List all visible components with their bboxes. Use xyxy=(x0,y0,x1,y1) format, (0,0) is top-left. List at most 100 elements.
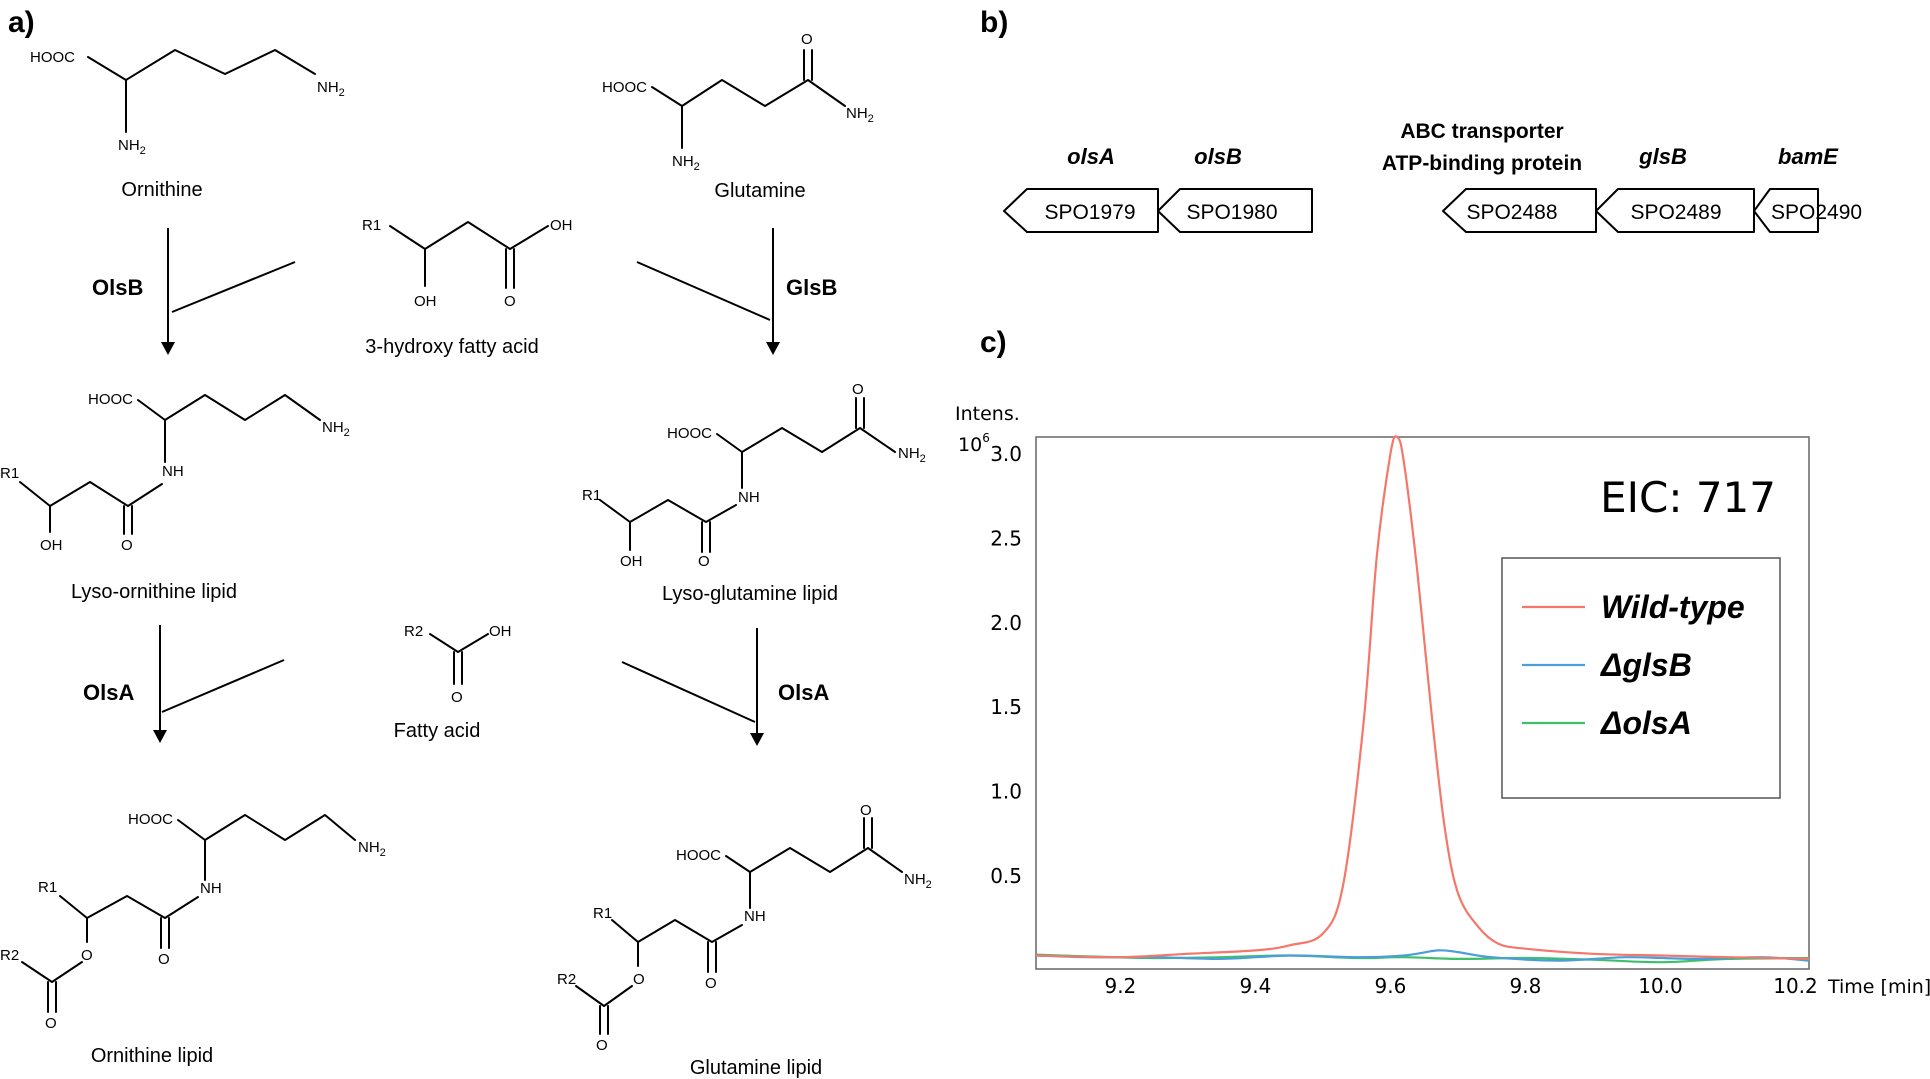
y-axis-unit: 106 xyxy=(958,431,990,456)
atom-o: O xyxy=(596,1037,608,1054)
atom-hooc: HOOC xyxy=(676,847,721,864)
atom-o: O xyxy=(504,293,516,310)
atom-o: O xyxy=(852,381,864,398)
atom-r1: R1 xyxy=(38,879,57,896)
arrowhead-icon xyxy=(153,730,167,743)
locus-label: SPO1980 xyxy=(1186,201,1277,224)
arrow-olsa-left-input-line xyxy=(161,659,285,713)
atom-o: O xyxy=(81,947,93,964)
atom-nh2: NH2 xyxy=(898,445,926,465)
atom-nh2: NH2 xyxy=(672,153,700,173)
reaction-arrows-step1: OlsB GlsB xyxy=(92,228,837,355)
ester-carbonyl-bond xyxy=(47,981,57,1013)
atom-o: O xyxy=(45,1015,57,1032)
x-tick-label: 10.2 xyxy=(1773,974,1818,998)
arrowhead-icon xyxy=(750,733,764,746)
atom-nh2: NH2 xyxy=(317,79,345,99)
ornithine-lipid-structure: HOOC NH R1 NH2 O O R2 O Ornithine lipid xyxy=(0,811,386,1067)
caption-glutamine-lipid: Glutamine lipid xyxy=(690,1057,822,1079)
atom-oh: OH xyxy=(40,537,63,554)
x-tick-label: 10.0 xyxy=(1638,974,1683,998)
y-tick-label: 1.5 xyxy=(990,695,1022,719)
atom-nh2: NH2 xyxy=(118,137,146,157)
carbonyl-bond xyxy=(863,817,873,849)
atom-oh: OH xyxy=(620,553,643,570)
enzyme-label-olsa-right: OlsA xyxy=(778,680,829,705)
acyl-chain xyxy=(59,895,199,919)
atom-r1: R1 xyxy=(582,487,601,504)
x-tick-label: 9.2 xyxy=(1104,974,1136,998)
atom-nh2: NH2 xyxy=(904,871,932,891)
enzyme-label-glsb: GlsB xyxy=(786,275,837,300)
carbon-chain xyxy=(716,427,896,453)
gene-label-glsb: glsB xyxy=(1638,144,1687,169)
ornithine-structure: HOOC NH2 NH2 Ornithine xyxy=(30,49,345,201)
glutamine-structure: HOOC O NH2 NH2 Glutamine xyxy=(602,31,874,202)
atom-o: O xyxy=(698,553,710,570)
atom-r1: R1 xyxy=(593,905,612,922)
locus-label: SPO2489 xyxy=(1630,201,1721,224)
panel-label-b: b) xyxy=(980,6,1008,39)
pathway-diagram: HOOC NH2 NH2 Ornithine HOOC O NH2 NH2 Gl… xyxy=(0,31,932,1079)
carbonyl-bond xyxy=(803,49,813,81)
series-lines xyxy=(1035,435,1810,964)
gene-arrow-spo1980: SPO1980 xyxy=(1157,188,1313,233)
caption-lyso-ornithine: Lyso-ornithine lipid xyxy=(71,581,237,603)
y-tick-label: 3.0 xyxy=(990,442,1022,466)
gene-label-abc-line1: ABC transporter xyxy=(1400,120,1563,143)
gene-label-bame: bamE xyxy=(1778,144,1839,169)
atom-r2: R2 xyxy=(0,947,19,964)
caption-fatty-acid: Fatty acid xyxy=(394,720,481,742)
y-tick-label: 2.5 xyxy=(990,526,1022,550)
atom-oh: OH xyxy=(414,293,437,310)
gene-label-abc-line2: ATP-binding protein xyxy=(1382,152,1582,175)
carbon-chain xyxy=(87,49,316,81)
atom-hooc: HOOC xyxy=(667,425,712,442)
legend-label: ΔolsA xyxy=(1600,705,1692,741)
carbon-chain xyxy=(177,814,356,841)
atom-r1: R1 xyxy=(0,465,19,482)
x-tick-label: 9.8 xyxy=(1510,974,1542,998)
arrowhead-icon xyxy=(161,342,175,355)
carbonyl-bond xyxy=(123,505,133,535)
atom-oh: OH xyxy=(550,217,573,234)
legend-label: Wild-type xyxy=(1601,589,1745,625)
atom-nh2: NH2 xyxy=(846,105,874,125)
y-ticks: 0.51.01.52.02.53.0 xyxy=(990,442,1022,888)
caption-hydroxy-fatty-acid: 3-hydroxy fatty acid xyxy=(365,336,538,358)
eic-chart: Intens. 106 Time [min] EIC: 717 0.51.01.… xyxy=(955,403,1930,998)
series-line-1 xyxy=(1035,949,1810,962)
carbonyl-bond xyxy=(453,651,463,685)
fatty-acid-structure: R2 OH O Fatty acid xyxy=(394,623,512,742)
gene-arrow-spo2488: SPO2488 xyxy=(1442,188,1597,233)
carbonyl-bond xyxy=(701,521,711,553)
carbonyl-bond xyxy=(707,941,717,973)
y-tick-label: 1.0 xyxy=(990,780,1022,804)
carbon-chain xyxy=(725,847,903,873)
acyl-chain xyxy=(19,481,163,507)
panel-label-c: c) xyxy=(980,326,1007,359)
carbon-chain xyxy=(651,79,846,107)
arrow-glsb-input-line xyxy=(636,261,771,321)
glutamine-lipid-structure: HOOC O NH R1 NH2 O O R2 O Glutamine lipi… xyxy=(557,802,932,1079)
ester-chain xyxy=(21,961,83,983)
ester-carbonyl-bond xyxy=(599,1005,609,1035)
arrow-olsa-right-input-line xyxy=(621,661,756,723)
atom-r2: R2 xyxy=(557,971,576,988)
atom-r1: R1 xyxy=(362,217,381,234)
caption-ornithine-lipid: Ornithine lipid xyxy=(91,1045,213,1067)
carbonyl-bond xyxy=(505,248,515,289)
series-line-0 xyxy=(1035,435,1810,960)
atom-oh: OH xyxy=(489,623,512,640)
carbon-chain xyxy=(429,633,489,653)
hydroxy-fatty-acid-structure: R1 OH OH O 3-hydroxy fatty acid xyxy=(362,217,573,358)
atom-o: O xyxy=(860,802,872,819)
lyso-glutamine-lipid-structure: HOOC O NH R1 NH2 OH O Lyso-glutamine lip… xyxy=(582,381,926,605)
legend-box xyxy=(1501,557,1781,799)
ester-chain xyxy=(575,985,633,1007)
gene-label-olsb: olsB xyxy=(1194,144,1242,169)
carbonyl-bond xyxy=(855,397,865,429)
gene-label-olsa: olsA xyxy=(1067,144,1115,169)
gene-arrow-spo2490: SPO2490 xyxy=(1753,188,1862,233)
